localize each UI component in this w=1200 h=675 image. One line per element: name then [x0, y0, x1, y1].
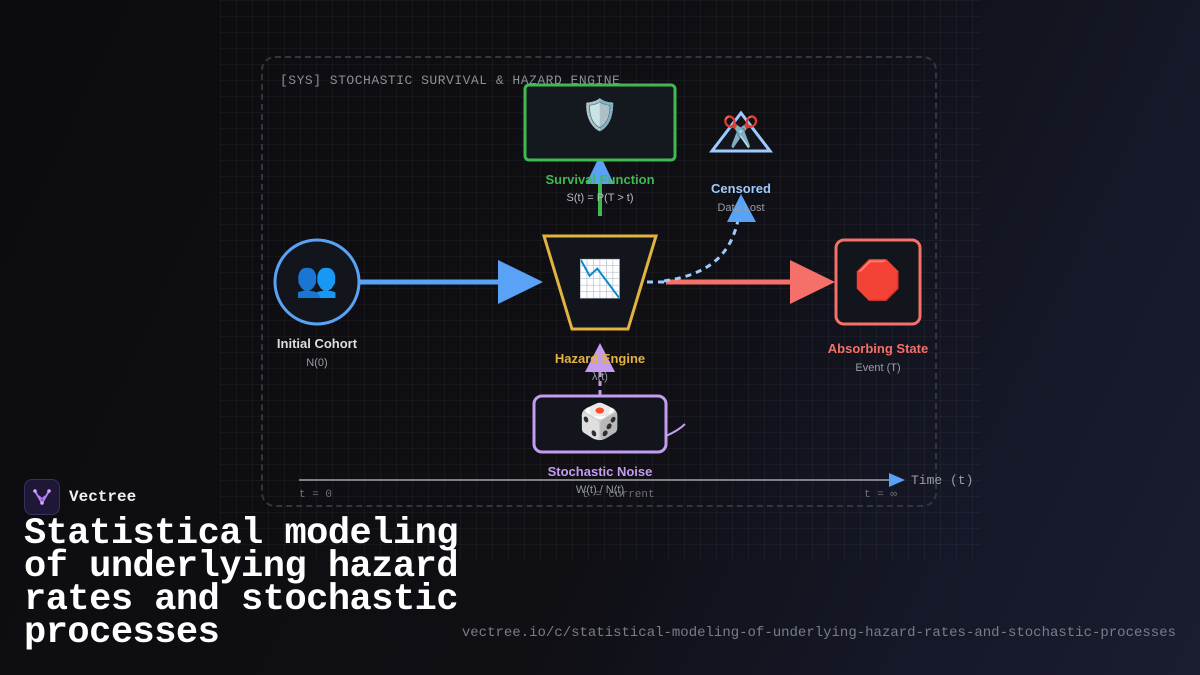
cohort-label: Initial Cohort: [276, 336, 358, 351]
brand-name: Vectree: [69, 488, 137, 506]
edge-hazard-survival-arrowhead: [586, 155, 614, 184]
dice-icon: 🎲: [578, 402, 622, 442]
timeline-current: t = current: [582, 489, 655, 501]
headline: Statistical modeling of underlying hazar…: [24, 513, 459, 654]
edge-cohort-hazard-arrowhead: [498, 260, 543, 304]
noise-tail: [665, 423, 686, 437]
timeline-axis-label: Time (t): [911, 473, 974, 488]
cohort-sub: N(0): [306, 357, 328, 369]
timeline-start: t = 0: [299, 489, 333, 501]
edge-hazard-absorbing-arrowhead: [790, 260, 835, 304]
hazard-node: [541, 234, 659, 331]
cohort-node: [273, 238, 361, 326]
brand[interactable]: Vectree: [24, 479, 136, 515]
absorbing-sub: Event (T): [855, 362, 901, 374]
chart-decreasing-icon: 📉: [577, 259, 623, 300]
diagram-frame: [261, 56, 937, 507]
edge-hazard-censored-arrowhead: [727, 194, 756, 222]
survival-sub: S(t) = P(T > t): [566, 192, 634, 204]
absorbing-node: [834, 238, 922, 326]
censored-node: [708, 110, 774, 153]
noise-label: Stochastic Noise: [547, 464, 653, 479]
timeline-end: t = ∞: [864, 489, 898, 501]
shield-icon: 🛡️: [581, 98, 619, 133]
hazard-label: Hazard Engine: [554, 351, 646, 366]
absorbing-label: Absorbing State: [827, 341, 929, 356]
people-icon: 👥: [295, 260, 339, 300]
edge-noise-hazard-arrowhead: [585, 343, 615, 372]
survival-label: Survival Function: [545, 172, 655, 187]
timeline-arrowhead: [889, 473, 905, 487]
scissors-icon: ✂️: [722, 115, 760, 150]
stop-sign-icon: 🛑: [854, 258, 902, 302]
noise-sub: W(t) / N(t): [575, 484, 625, 496]
page-url[interactable]: vectree.io/c/statistical-modeling-of-und…: [461, 625, 1176, 641]
censored-sub: Data Lost: [717, 202, 765, 214]
edge-hazard-censored: [663, 219, 740, 283]
survival-node: [523, 83, 677, 162]
censored-label: Censored: [711, 181, 771, 196]
hazard-sub: λ(t): [592, 371, 608, 383]
noise-node: [532, 394, 668, 454]
vectree-logo-icon: [24, 479, 60, 515]
